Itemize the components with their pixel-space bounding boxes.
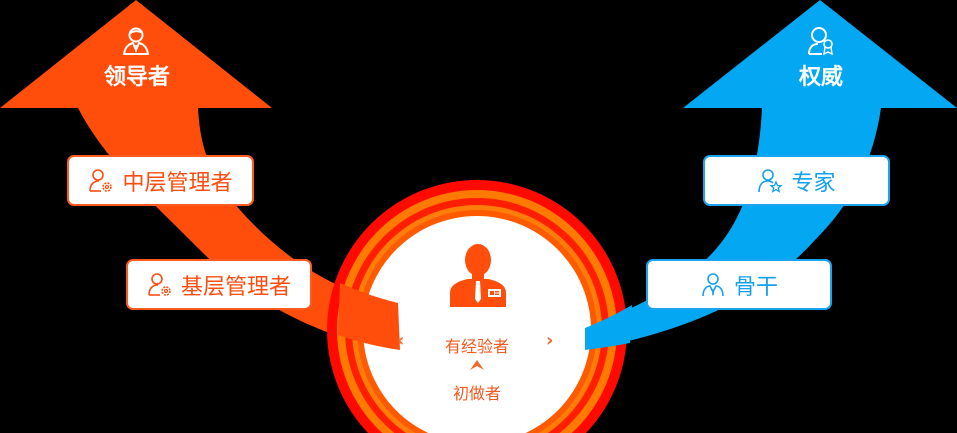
- step-label: 基层管理者: [180, 274, 291, 300]
- user-gear-icon: [89, 168, 113, 192]
- step-label: 中层管理者: [122, 170, 233, 196]
- leader-label: 领导者: [103, 65, 170, 90]
- step-label: 骨干: [733, 274, 778, 300]
- user-gear-icon: [148, 272, 171, 296]
- leader-tie-icon: [123, 27, 149, 55]
- prev-arrow-button[interactable]: ‹: [397, 330, 405, 351]
- previous-stage-label: 初做者: [452, 384, 501, 403]
- current-stage-label: 有经验者: [444, 337, 509, 356]
- authority-label: 权威: [798, 65, 843, 90]
- user-medal-icon: [808, 27, 833, 56]
- expert-arrow-tail: [585, 305, 632, 350]
- step-label: 专家: [791, 170, 836, 196]
- management-arrow-tail: [338, 283, 400, 350]
- step-backbone[interactable]: 骨干: [646, 259, 832, 310]
- center-rings: [327, 180, 627, 433]
- employee-badge-icon: [450, 244, 506, 307]
- step-expert[interactable]: 专家: [703, 155, 890, 206]
- step-middle-manager[interactable]: 中层管理者: [67, 155, 254, 206]
- next-arrow-button[interactable]: ›: [546, 330, 554, 351]
- user-tie-icon: [702, 272, 724, 296]
- user-star-icon: [758, 168, 784, 193]
- up-chevron-icon: [470, 360, 484, 370]
- step-junior-manager[interactable]: 基层管理者: [126, 259, 312, 310]
